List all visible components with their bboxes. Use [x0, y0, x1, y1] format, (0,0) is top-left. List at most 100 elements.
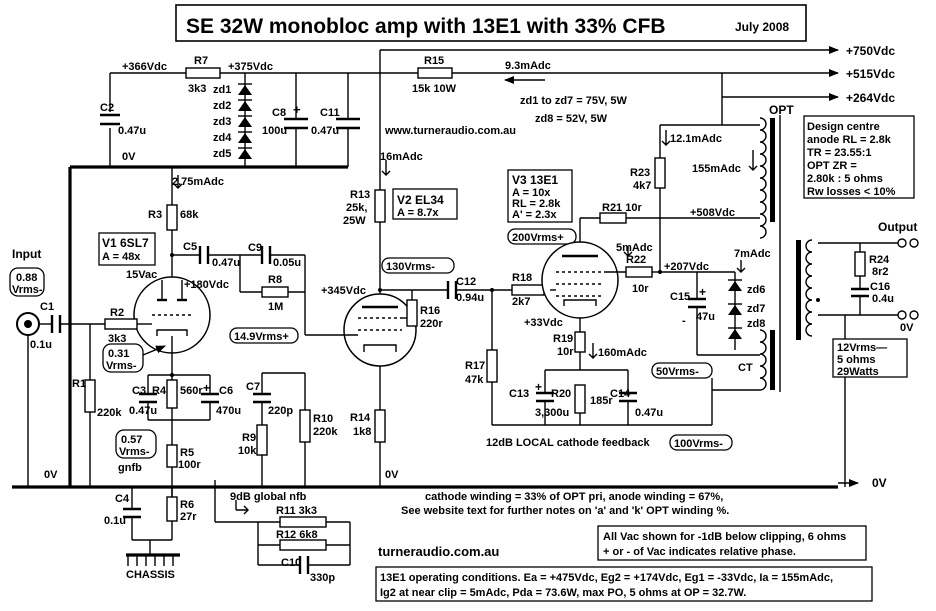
v3-tube	[541, 241, 619, 319]
c12-label: C12	[456, 276, 476, 288]
feedback-level-box	[115, 429, 157, 459]
zener-note-1: zd1 to zd7 = 75V, 5W	[520, 95, 627, 107]
r22-resistor	[625, 266, 653, 278]
r10-resistor	[299, 409, 311, 443]
zd2-label: zd2	[213, 100, 231, 112]
r20-label: R20	[551, 388, 571, 400]
r9-resistor	[256, 424, 268, 456]
c13-value: 3,300u	[535, 407, 569, 419]
v2-anode-level: 130Vrms-	[386, 261, 435, 273]
r18-label: R18	[512, 272, 532, 284]
r21-resistor	[599, 212, 627, 224]
c2-value: 0.47u	[118, 125, 146, 137]
cathode-winding-level: 100Vrms-	[674, 438, 723, 450]
feedback-level-2: Vrms-	[119, 446, 150, 458]
c4-label: C4	[115, 493, 130, 505]
output-transformer	[759, 115, 820, 392]
r12-resistor	[279, 539, 327, 551]
input-level-1: 0.88	[16, 272, 37, 284]
r15-value: 15k 10W	[412, 83, 457, 95]
zd6-label: zd6	[747, 284, 765, 296]
v2-tube	[343, 293, 417, 367]
c3-label: C3	[132, 385, 146, 397]
vac-note-box	[597, 525, 867, 561]
c15-label: C15	[670, 291, 690, 303]
v3-anode-level: 200Vrms+	[512, 232, 564, 244]
c15-minus: -	[682, 315, 686, 327]
ct-level-label: 50Vrms-	[656, 366, 699, 378]
schematic-title: SE 32W monobloc amp with 13E1 with 33% C…	[186, 15, 666, 38]
c9-label: C9	[248, 242, 262, 254]
r16-label: R16	[420, 305, 440, 317]
r17-value: 47k	[465, 374, 484, 386]
r3-resistor	[166, 204, 178, 231]
r14-label: R14	[350, 412, 371, 424]
r15-resistor	[417, 67, 453, 79]
r24-label: R24	[869, 254, 890, 266]
r14-resistor	[374, 409, 386, 443]
r16-resistor	[406, 299, 418, 327]
c8-capacitor	[284, 73, 308, 167]
c9-value: 0.05u	[273, 257, 301, 269]
c11-label: C11	[320, 107, 340, 119]
c6-plus: +	[203, 381, 210, 395]
r19-label: R19	[553, 333, 573, 345]
zd7-label: zd7	[747, 303, 765, 315]
r5-value: 100r	[178, 459, 201, 471]
input-level-2: Vrms-	[12, 284, 43, 296]
r1-resistor	[84, 379, 96, 413]
c11-capacitor	[336, 73, 360, 167]
schematic-date: July 2008	[735, 20, 789, 34]
grid-level-box	[229, 327, 299, 344]
c14-label: C14	[610, 388, 631, 400]
r24-resistor	[854, 251, 866, 277]
r18-value: 2k7	[512, 296, 530, 308]
zener-stack	[238, 73, 252, 167]
v1-vac-label: 15Vac	[126, 269, 157, 281]
cathode-level-1: 0.31	[108, 348, 129, 360]
v2-name: V2 EL34	[397, 193, 444, 207]
r7-resistor	[185, 67, 221, 79]
c6-value: 470u	[216, 405, 241, 417]
r20-value: 185r	[590, 395, 613, 407]
i-7-label: 7mAdc	[734, 248, 771, 260]
feedback-level-1: 0.57	[121, 434, 142, 446]
r12-label: R12 6k8	[276, 529, 318, 541]
r17-resistor	[486, 349, 498, 383]
design-line-4: OPT ZR =	[807, 160, 857, 172]
c10-value: 330p	[310, 572, 335, 584]
zd4-label: zd4	[213, 132, 232, 144]
r2-resistor	[104, 318, 138, 330]
zd3-label: zd3	[213, 116, 231, 128]
r24-value: 8r2	[872, 266, 889, 278]
screen-zener-stack	[728, 272, 742, 350]
v508-label: +508Vdc	[690, 207, 735, 219]
output-spec-3: 29Watts	[837, 366, 879, 378]
c8-label: C8	[272, 107, 286, 119]
r7-value: 3k3	[188, 83, 206, 95]
c16-label: C16	[870, 281, 890, 293]
r23-label: R23	[630, 167, 650, 179]
c11-value: 0.47u	[311, 125, 339, 137]
c8-value: 100u	[262, 125, 287, 137]
r8-value: 1M	[268, 301, 283, 313]
v3-cathode-dc-label: +33Vdc	[524, 317, 563, 329]
v2-gain: A = 8.7x	[397, 207, 439, 219]
vac-note-2: + or - of Vac indicates relative phase.	[603, 546, 796, 558]
r8-label: R8	[268, 274, 282, 286]
r7-label: R7	[194, 55, 208, 67]
c3-value: 0.47u	[129, 405, 157, 417]
nfb-label: 9dB global nfb	[230, 491, 307, 503]
operating-conditions-2: Ig2 at near clip = 5mAdc, Pda = 73.6W, m…	[380, 587, 746, 599]
i-5-label: 5mAdc	[616, 242, 653, 254]
design-centre-box	[803, 115, 915, 199]
r2-value: 3k3	[108, 333, 126, 345]
r3-label: R3	[148, 209, 162, 221]
r13-value-1: 25k,	[346, 202, 367, 214]
r9-value: 10k	[238, 445, 257, 457]
v1-name: V1 6SL7	[102, 236, 149, 250]
output-terminal-hot	[897, 238, 907, 248]
v1-label-box	[98, 232, 156, 266]
c13-plus: +	[535, 380, 542, 394]
